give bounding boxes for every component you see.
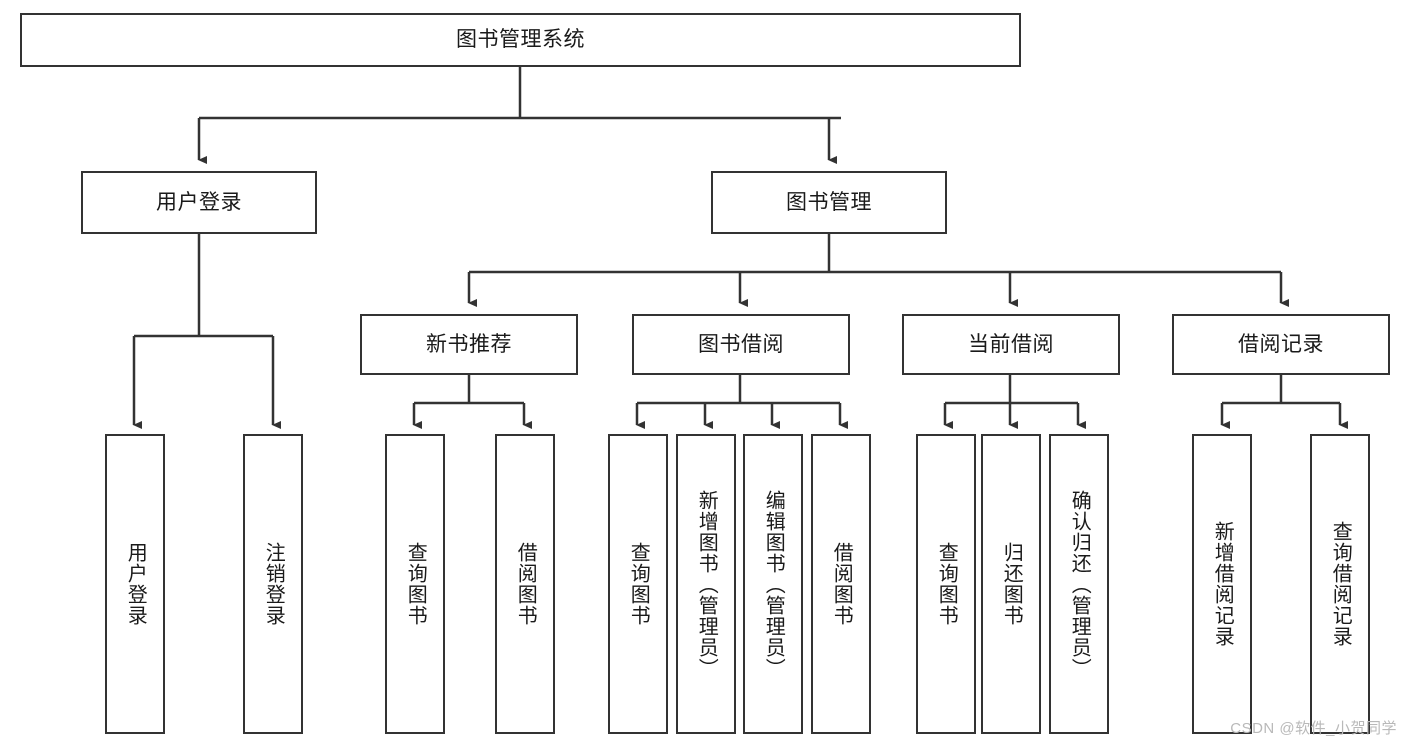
node-current-borrow[interactable]: 当前借阅 <box>902 314 1120 375</box>
leaf-label: 注销登录 <box>262 542 285 626</box>
connectors-book-manage <box>467 234 1289 307</box>
leaf-new-book-borrow[interactable]: 借阅图书 <box>495 434 555 734</box>
leaf-label: 查询图书 <box>935 542 958 626</box>
leaf-current-confirm-return-admin[interactable]: 确认归还（管理员） <box>1049 434 1109 734</box>
leaf-label: 新增图书（管理员） <box>695 489 718 679</box>
node-borrow-record[interactable]: 借阅记录 <box>1172 314 1390 375</box>
node-new-book-recommend[interactable]: 新书推荐 <box>360 314 578 375</box>
leaf-user-login-login[interactable]: 用户登录 <box>105 434 165 734</box>
connectors-current <box>943 375 1086 429</box>
leaf-borrow-borrow-book[interactable]: 借阅图书 <box>811 434 871 734</box>
leaf-record-query-record[interactable]: 查询借阅记录 <box>1310 434 1370 734</box>
node-user-login[interactable]: 用户登录 <box>81 171 317 234</box>
connectors-borrow <box>635 375 848 429</box>
leaf-label: 借阅图书 <box>514 542 537 626</box>
leaf-label: 编辑图书（管理员） <box>762 489 785 679</box>
leaf-label: 查询借阅记录 <box>1329 521 1352 647</box>
connectors-record <box>1220 375 1348 429</box>
leaf-label: 用户登录 <box>124 542 147 626</box>
leaf-borrow-query-book[interactable]: 查询图书 <box>608 434 668 734</box>
leaf-current-return-book[interactable]: 归还图书 <box>981 434 1041 734</box>
leaf-record-add-record[interactable]: 新增借阅记录 <box>1192 434 1252 734</box>
connectors-user-login <box>132 234 281 429</box>
connectors-new-book <box>412 375 532 429</box>
leaf-label: 查询图书 <box>627 542 650 626</box>
leaf-label: 确认归还（管理员） <box>1068 489 1091 679</box>
node-book-borrow[interactable]: 图书借阅 <box>632 314 850 375</box>
leaf-borrow-add-book-admin[interactable]: 新增图书（管理员） <box>676 434 736 734</box>
leaf-user-login-logout[interactable]: 注销登录 <box>243 434 303 734</box>
leaf-label: 新增借阅记录 <box>1211 521 1234 647</box>
node-root-system[interactable]: 图书管理系统 <box>20 13 1021 67</box>
leaf-label: 借阅图书 <box>830 542 853 626</box>
leaf-borrow-edit-book-admin[interactable]: 编辑图书（管理员） <box>743 434 803 734</box>
connectors-root <box>197 67 841 164</box>
leaf-current-query-book[interactable]: 查询图书 <box>916 434 976 734</box>
node-book-management[interactable]: 图书管理 <box>711 171 947 234</box>
leaf-label: 归还图书 <box>1000 542 1023 626</box>
leaf-label: 查询图书 <box>404 542 427 626</box>
leaf-new-book-query[interactable]: 查询图书 <box>385 434 445 734</box>
